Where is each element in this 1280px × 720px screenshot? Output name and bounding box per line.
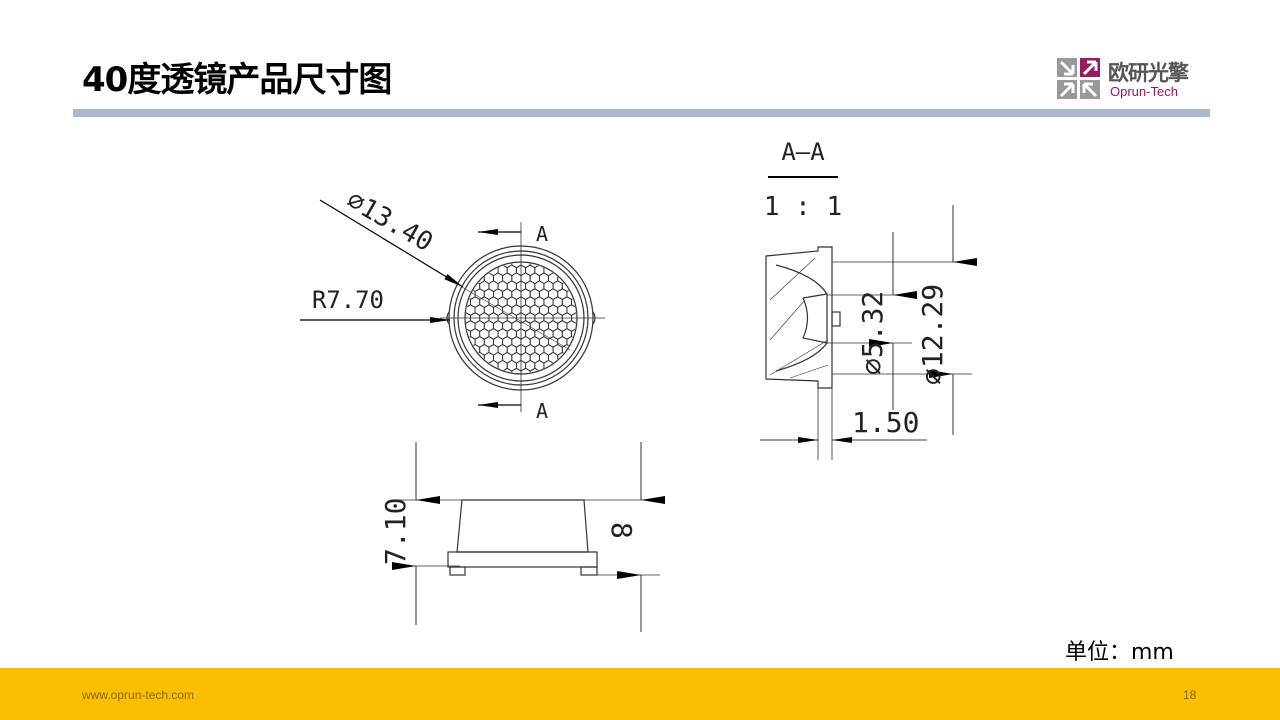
hex-cell: [443, 345, 452, 356]
side-view: [392, 442, 665, 632]
hex-cell: [471, 376, 480, 387]
hex-cell: [471, 249, 480, 260]
hex-cell: [466, 367, 467, 373]
unit-label: 单位：mm: [1065, 640, 1174, 665]
section-mark-top: A: [536, 222, 548, 246]
hex-cell: [594, 368, 603, 379]
hex-cell: [543, 359, 554, 372]
hex-cell: [443, 360, 452, 371]
hex-cell: [581, 376, 590, 387]
hex-cell: [466, 359, 471, 372]
hex-cell: [571, 264, 576, 277]
dim-diameter-12-29: ∅12.29: [916, 284, 949, 385]
slide-title: 40度透镜产品尺寸图: [82, 60, 392, 100]
hex-cell: [594, 257, 603, 268]
hex-cell: [590, 376, 599, 387]
section-mark-bottom: A: [536, 399, 548, 423]
hex-cell: [581, 265, 590, 276]
hex-cell: [461, 376, 470, 387]
hex-cell: [575, 263, 576, 269]
hex-cell: [590, 249, 599, 260]
hex-cell: [452, 249, 461, 260]
hex-cell: [562, 376, 571, 387]
hex-cell: [502, 367, 513, 373]
hex-cell: [448, 352, 457, 363]
hex-cell: [562, 249, 571, 260]
section-view: [760, 176, 977, 460]
hex-cell: [585, 368, 594, 379]
hex-cell: [594, 352, 603, 363]
hex-cell: [590, 345, 599, 356]
hex-cell: [571, 359, 576, 372]
dim-height-8: 8: [605, 522, 638, 539]
dim-diameter-5-32: ∅5.32: [856, 291, 889, 375]
hex-cell: [594, 273, 603, 284]
dim-flange-1-50: 1.50: [852, 406, 919, 439]
hex-cell: [466, 264, 471, 277]
hex-cell: [594, 305, 603, 316]
hex-cell: [448, 368, 457, 379]
hex-cell: [575, 367, 576, 373]
hex-cell: [452, 376, 461, 387]
website-link[interactable]: www.oprun-tech.com: [82, 688, 195, 702]
section-scale: 1 : 1: [764, 192, 842, 222]
section-title: A—A: [781, 138, 825, 166]
hex-cell: [452, 360, 461, 371]
hex-cell: [581, 249, 590, 260]
logo-name-cn: 欧研光擎: [1108, 61, 1189, 85]
hex-cell: [581, 360, 590, 371]
hex-cell: [572, 249, 581, 260]
hex-cell: [585, 273, 594, 284]
dim-height-7-10: 7.10: [379, 498, 412, 565]
logo-arrows-icon: [1057, 58, 1100, 99]
hex-cell: [461, 249, 470, 260]
hex-cell: [590, 265, 599, 276]
dim-radius-7-70: R7.70: [312, 286, 384, 314]
hex-cell: [529, 367, 540, 373]
footer-bar: www.oprun-tech.com 18: [0, 668, 1280, 720]
front-view: [300, 199, 605, 412]
hex-cell: [448, 257, 457, 268]
hex-cell: [572, 376, 581, 387]
hex-cell: [474, 351, 485, 364]
hex-cell: [511, 367, 522, 373]
hex-cell: [443, 376, 452, 387]
logo-name-en: Oprun-Tech: [1110, 84, 1178, 99]
hex-cell: [594, 321, 603, 332]
hex-cell: [488, 359, 499, 372]
hex-cell: [594, 337, 603, 348]
hex-cell: [443, 265, 452, 276]
hex-cell: [520, 367, 531, 373]
hex-cell: [585, 257, 594, 268]
title-divider: [73, 109, 1210, 117]
hex-cell: [557, 351, 568, 364]
hex-cell: [594, 289, 603, 300]
hex-cell: [452, 265, 461, 276]
hex-cell: [585, 352, 594, 363]
company-logo: 欧研光擎 Oprun-Tech: [1056, 57, 1206, 101]
page-number: 18: [1183, 688, 1197, 702]
hex-cell: [443, 281, 452, 292]
hex-cell: [443, 249, 452, 260]
hex-cell: [466, 263, 467, 269]
hex-cell: [590, 281, 599, 292]
hex-cell: [590, 360, 599, 371]
